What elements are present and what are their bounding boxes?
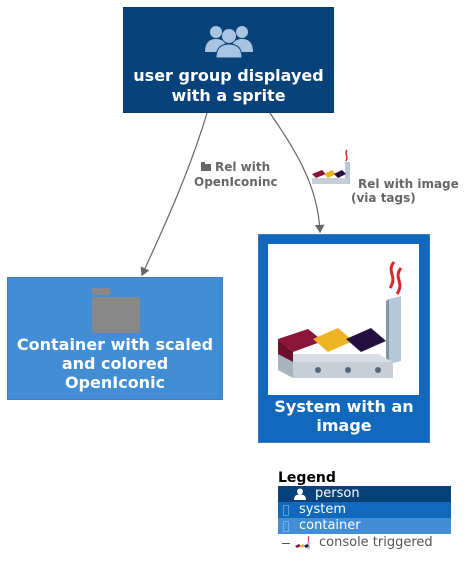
person-label-line2: with a sprite bbox=[171, 86, 286, 105]
users-icon bbox=[205, 26, 253, 59]
system-node[interactable]: System with an image bbox=[258, 234, 430, 443]
legend-item-system: system bbox=[278, 502, 451, 518]
legend-item-container: container bbox=[278, 518, 451, 534]
system-label-line2: image bbox=[316, 416, 372, 435]
rel-person-to-system bbox=[269, 112, 325, 234]
legend-label-person: person bbox=[315, 486, 360, 501]
box-icon bbox=[283, 505, 289, 516]
legend-item-person: person bbox=[278, 486, 451, 502]
container-label-line2: and colored bbox=[61, 354, 169, 373]
rel-person-to-container bbox=[140, 112, 208, 277]
person-node-user-group[interactable]: user group displayed with a sprite bbox=[123, 7, 334, 113]
legend-title: Legend bbox=[278, 470, 336, 486]
box-icon bbox=[283, 521, 289, 532]
system-label-line1: System with an bbox=[274, 397, 414, 416]
container-label-line3: OpenIconic bbox=[64, 373, 166, 392]
rel2-label-line1: Rel with image bbox=[358, 177, 459, 191]
container-node[interactable]: Container with scaled and colored OpenIc… bbox=[7, 277, 223, 400]
person-label-line1: user group displayed bbox=[133, 66, 324, 85]
java-logo-icon bbox=[295, 536, 310, 549]
folder-icon bbox=[92, 288, 140, 333]
java-logo-icon bbox=[312, 149, 350, 184]
folder-icon bbox=[201, 162, 211, 171]
rel1-label-line1: Rel with bbox=[215, 160, 271, 174]
rel1-label-line2: OpenIconinc bbox=[194, 175, 278, 189]
legend-item-console-triggered: console triggered bbox=[278, 535, 451, 551]
java-logo-image bbox=[268, 244, 419, 395]
legend-label-system: system bbox=[299, 502, 346, 517]
rel2-label-line2: (via tags) bbox=[351, 191, 416, 205]
person-icon bbox=[294, 488, 306, 500]
container-label-line1: Container with scaled bbox=[16, 335, 214, 354]
dash-icon bbox=[282, 543, 290, 544]
legend-label-container: container bbox=[299, 518, 361, 533]
legend-label-console-triggered: console triggered bbox=[319, 535, 433, 550]
